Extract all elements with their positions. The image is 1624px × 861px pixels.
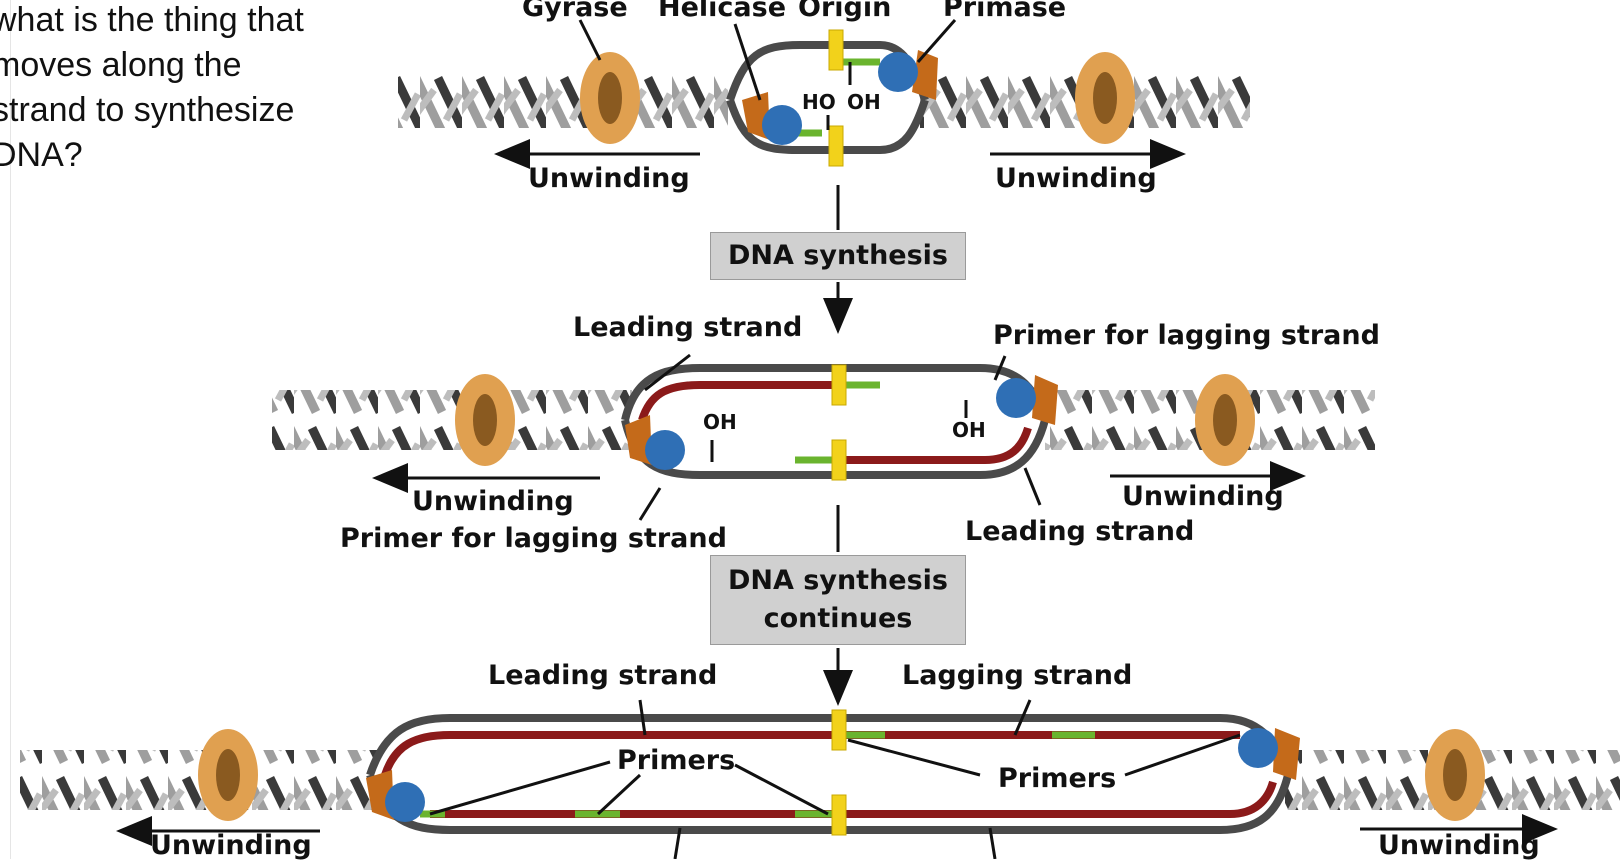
primase-right-1 xyxy=(878,52,918,92)
helicase-label: Helicase xyxy=(658,0,787,23)
primase-right-3 xyxy=(1238,728,1278,768)
leading-strand-top-2 xyxy=(638,381,840,422)
primase-left-3 xyxy=(385,782,425,822)
oh-label-1: OH xyxy=(847,90,881,114)
panel-2 xyxy=(272,282,1375,552)
unwinding-label-right-1: Unwinding xyxy=(995,163,1157,194)
leading-strand-3 xyxy=(381,731,840,777)
unwinding-label-left-2: Unwinding xyxy=(412,486,574,517)
helicase-right-3 xyxy=(1273,728,1300,780)
ho-label: HO xyxy=(802,90,836,114)
origin-marker-bottom-1 xyxy=(828,125,844,167)
primase-left-2 xyxy=(645,430,685,470)
oh-label-2a: OH xyxy=(703,410,737,434)
dna-synthesis-box: DNA synthesis xyxy=(710,232,966,280)
origin-marker-bottom-2 xyxy=(831,439,847,481)
origin-marker-top-1 xyxy=(828,29,844,71)
leading-strand-bottom-3 xyxy=(840,780,1277,818)
primer-lagging-label-left-2: Primer for lagging strand xyxy=(340,523,727,554)
oh-label-2b: OH xyxy=(952,418,986,442)
primase-label: Primase xyxy=(943,0,1067,23)
helix-left-2 xyxy=(272,390,632,450)
page-divider xyxy=(10,0,11,859)
unwinding-label-left-1: Unwinding xyxy=(528,163,690,194)
question-text: what is the thing that moves along the s… xyxy=(0,1,304,174)
origin-marker-top-3 xyxy=(831,709,847,751)
panel-1 xyxy=(398,19,1250,230)
leading-strand-label-bottom-2: Leading strand xyxy=(965,516,1195,547)
primase-right-2 xyxy=(996,378,1036,418)
leading-strand-label-top-2: Leading strand xyxy=(573,312,803,343)
primer-lagging-label-right-2: Primer for lagging strand xyxy=(993,320,1380,351)
origin-label: Origin xyxy=(798,0,892,23)
leading-strand-label-3: Leading strand xyxy=(488,660,718,691)
unwinding-label-left-3: Unwinding xyxy=(150,830,312,861)
unwinding-label-right-3: Unwinding xyxy=(1378,830,1540,861)
bubble-bottom-1 xyxy=(726,98,929,154)
unwinding-label-right-2: Unwinding xyxy=(1122,481,1284,512)
bubble-bottom-3 xyxy=(366,773,1292,834)
gyrase-label: Gyrase xyxy=(522,0,628,23)
origin-marker-bottom-3 xyxy=(831,794,847,836)
origin-marker-top-2 xyxy=(831,364,847,406)
primers-label-left-3: Primers xyxy=(617,745,736,776)
panel-3 xyxy=(20,648,1620,859)
primase-left-1 xyxy=(762,105,802,145)
lagging-strand-label-3: Lagging strand xyxy=(902,660,1133,691)
leading-strand-bottom-2 xyxy=(840,426,1032,464)
dna-synthesis-continues-box: DNA synthesis continues xyxy=(710,555,966,645)
primers-label-right-3: Primers xyxy=(998,763,1117,794)
helix-left-1 xyxy=(398,68,728,128)
helicase-right-1 xyxy=(912,50,938,100)
helicase-right-2 xyxy=(1032,375,1058,425)
